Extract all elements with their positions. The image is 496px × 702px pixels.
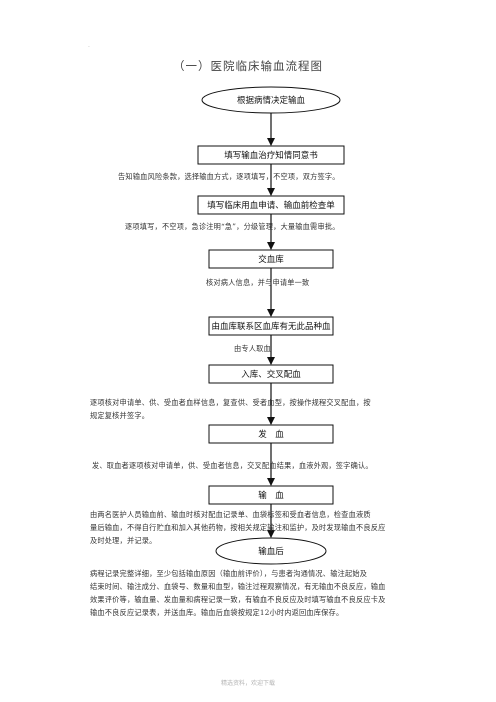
- note-line: 结束时间、输注成分、血袋号、数量和血型，输注过程观察情况，有无输血不良反应，输血: [90, 582, 386, 591]
- step-note-3: 核对病人信息，并与申请单一致: [206, 276, 406, 289]
- flow-step-label: 交血库: [258, 254, 284, 265]
- note-line: 及时处理，并记录。: [90, 536, 157, 545]
- flow-step-label: 填写输血治疗知情同意书: [224, 150, 318, 161]
- flow-step-shape: [208, 364, 334, 384]
- note-line: 告知输血风险条款，选择输血方式，逐项填写，不空项，双方签字。: [118, 172, 340, 181]
- flow-step-1: 根据病情决定输血: [201, 86, 341, 114]
- flow-step-shape: [208, 249, 334, 269]
- flow-step-8: 输 血: [208, 485, 334, 505]
- flow-step-label: 输血后: [258, 546, 284, 557]
- flow-step-5: 由血库联系区血库有无此品种血: [208, 316, 334, 336]
- step-note-6: 发、取血者逐项核对申请单，供、受血者信息，交叉配血结果，血液外观，签字确认。: [92, 459, 437, 472]
- corner-mark: ·: [88, 44, 90, 51]
- note-line: 输血不良反应记录表，并送血库。输血后血袋按规定12小时内返回血库保存。: [90, 608, 344, 617]
- flow-step-4: 交血库: [208, 249, 334, 269]
- note-line: 由专人取血: [234, 344, 271, 353]
- note-line: 逐项核对申请单、供、受血者血样信息，复查供、受者血型，按操作规程交叉配血，按: [90, 398, 371, 407]
- flow-step-label: 输 血: [258, 490, 284, 501]
- flow-step-label: 发 血: [258, 429, 284, 440]
- flow-step-shape: [208, 424, 334, 444]
- flow-step-shape: [215, 537, 327, 565]
- flow-step-shape: [208, 316, 334, 336]
- flow-step-label: 根据病情决定输血: [237, 95, 306, 106]
- flow-step-2: 填写输血治疗知情同意书: [197, 145, 345, 165]
- step-note-5: 逐项核对申请单、供、受血者血样信息，复查供、受者血型，按操作规程交叉配血，按规定…: [90, 396, 435, 422]
- step-note-2: 逐项填写，不空项，急诊注明“急”，分级管理，大量输血需审批。: [125, 220, 445, 233]
- flow-step-3: 填写临床用血申请、输血前检查单: [197, 195, 345, 215]
- page-title: （一）医院临床输血流程图: [173, 59, 323, 73]
- step-note-4: 由专人取血: [234, 342, 334, 355]
- note-line: 发、取血者逐项核对申请单，供、受血者信息，交叉配血结果，血液外观，签字确认。: [92, 461, 373, 470]
- flow-step-7: 发 血: [208, 424, 334, 444]
- note-line: 规定复核并签字。: [90, 411, 150, 420]
- flow-step-label: 填写临床用血申请、输血前检查单: [207, 200, 335, 211]
- note-line: 由两名医护人员输血前、输血时核对配血记录单、血袋标签和受血者信息，检查血液质: [90, 510, 371, 519]
- step-note-8: 病程记录完整详细，至少包括输血原因（输血前评价），与患者沟通情况、输注起始及结束…: [90, 567, 435, 619]
- note-line: 核对病人信息，并与申请单一致: [206, 278, 310, 287]
- flow-step-label: 由血库联系区血库有无此品种血: [211, 321, 331, 332]
- note-line: 逐项填写，不空项，急诊注明“急”，分级管理，大量输血需审批。: [125, 222, 340, 231]
- flow-step-6: 入库、交叉配血: [208, 364, 334, 384]
- note-line: 量后输血，不得自行贮血和加入其他药物，按相关规定输注和监护，及时发现输血不良反应: [90, 523, 386, 532]
- flow-step-shape: [208, 485, 334, 505]
- step-note-1: 告知输血风险条款，选择输血方式，逐项填写，不空项，双方签字。: [118, 170, 438, 183]
- flow-step-shape: [197, 145, 345, 165]
- flow-step-shape: [197, 195, 345, 215]
- step-note-7: 由两名医护人员输血前、输血时核对配血记录单、血袋标签和受血者信息，检查血液质量后…: [90, 508, 435, 547]
- footer-watermark: 精选资料，欢迎下载: [220, 680, 275, 687]
- note-line: 病程记录完整详细，至少包括输血原因（输血前评价），与患者沟通情况、输注起始及: [90, 569, 368, 578]
- note-line: 效果评价等，输血量、发血量和病程记录一致，有输血不良反应及时填写输血不良反应卡及: [90, 595, 386, 604]
- flow-step-label: 入库、交叉配血: [241, 369, 301, 380]
- flow-step-9: 输血后: [215, 537, 327, 565]
- flow-step-shape: [201, 86, 341, 114]
